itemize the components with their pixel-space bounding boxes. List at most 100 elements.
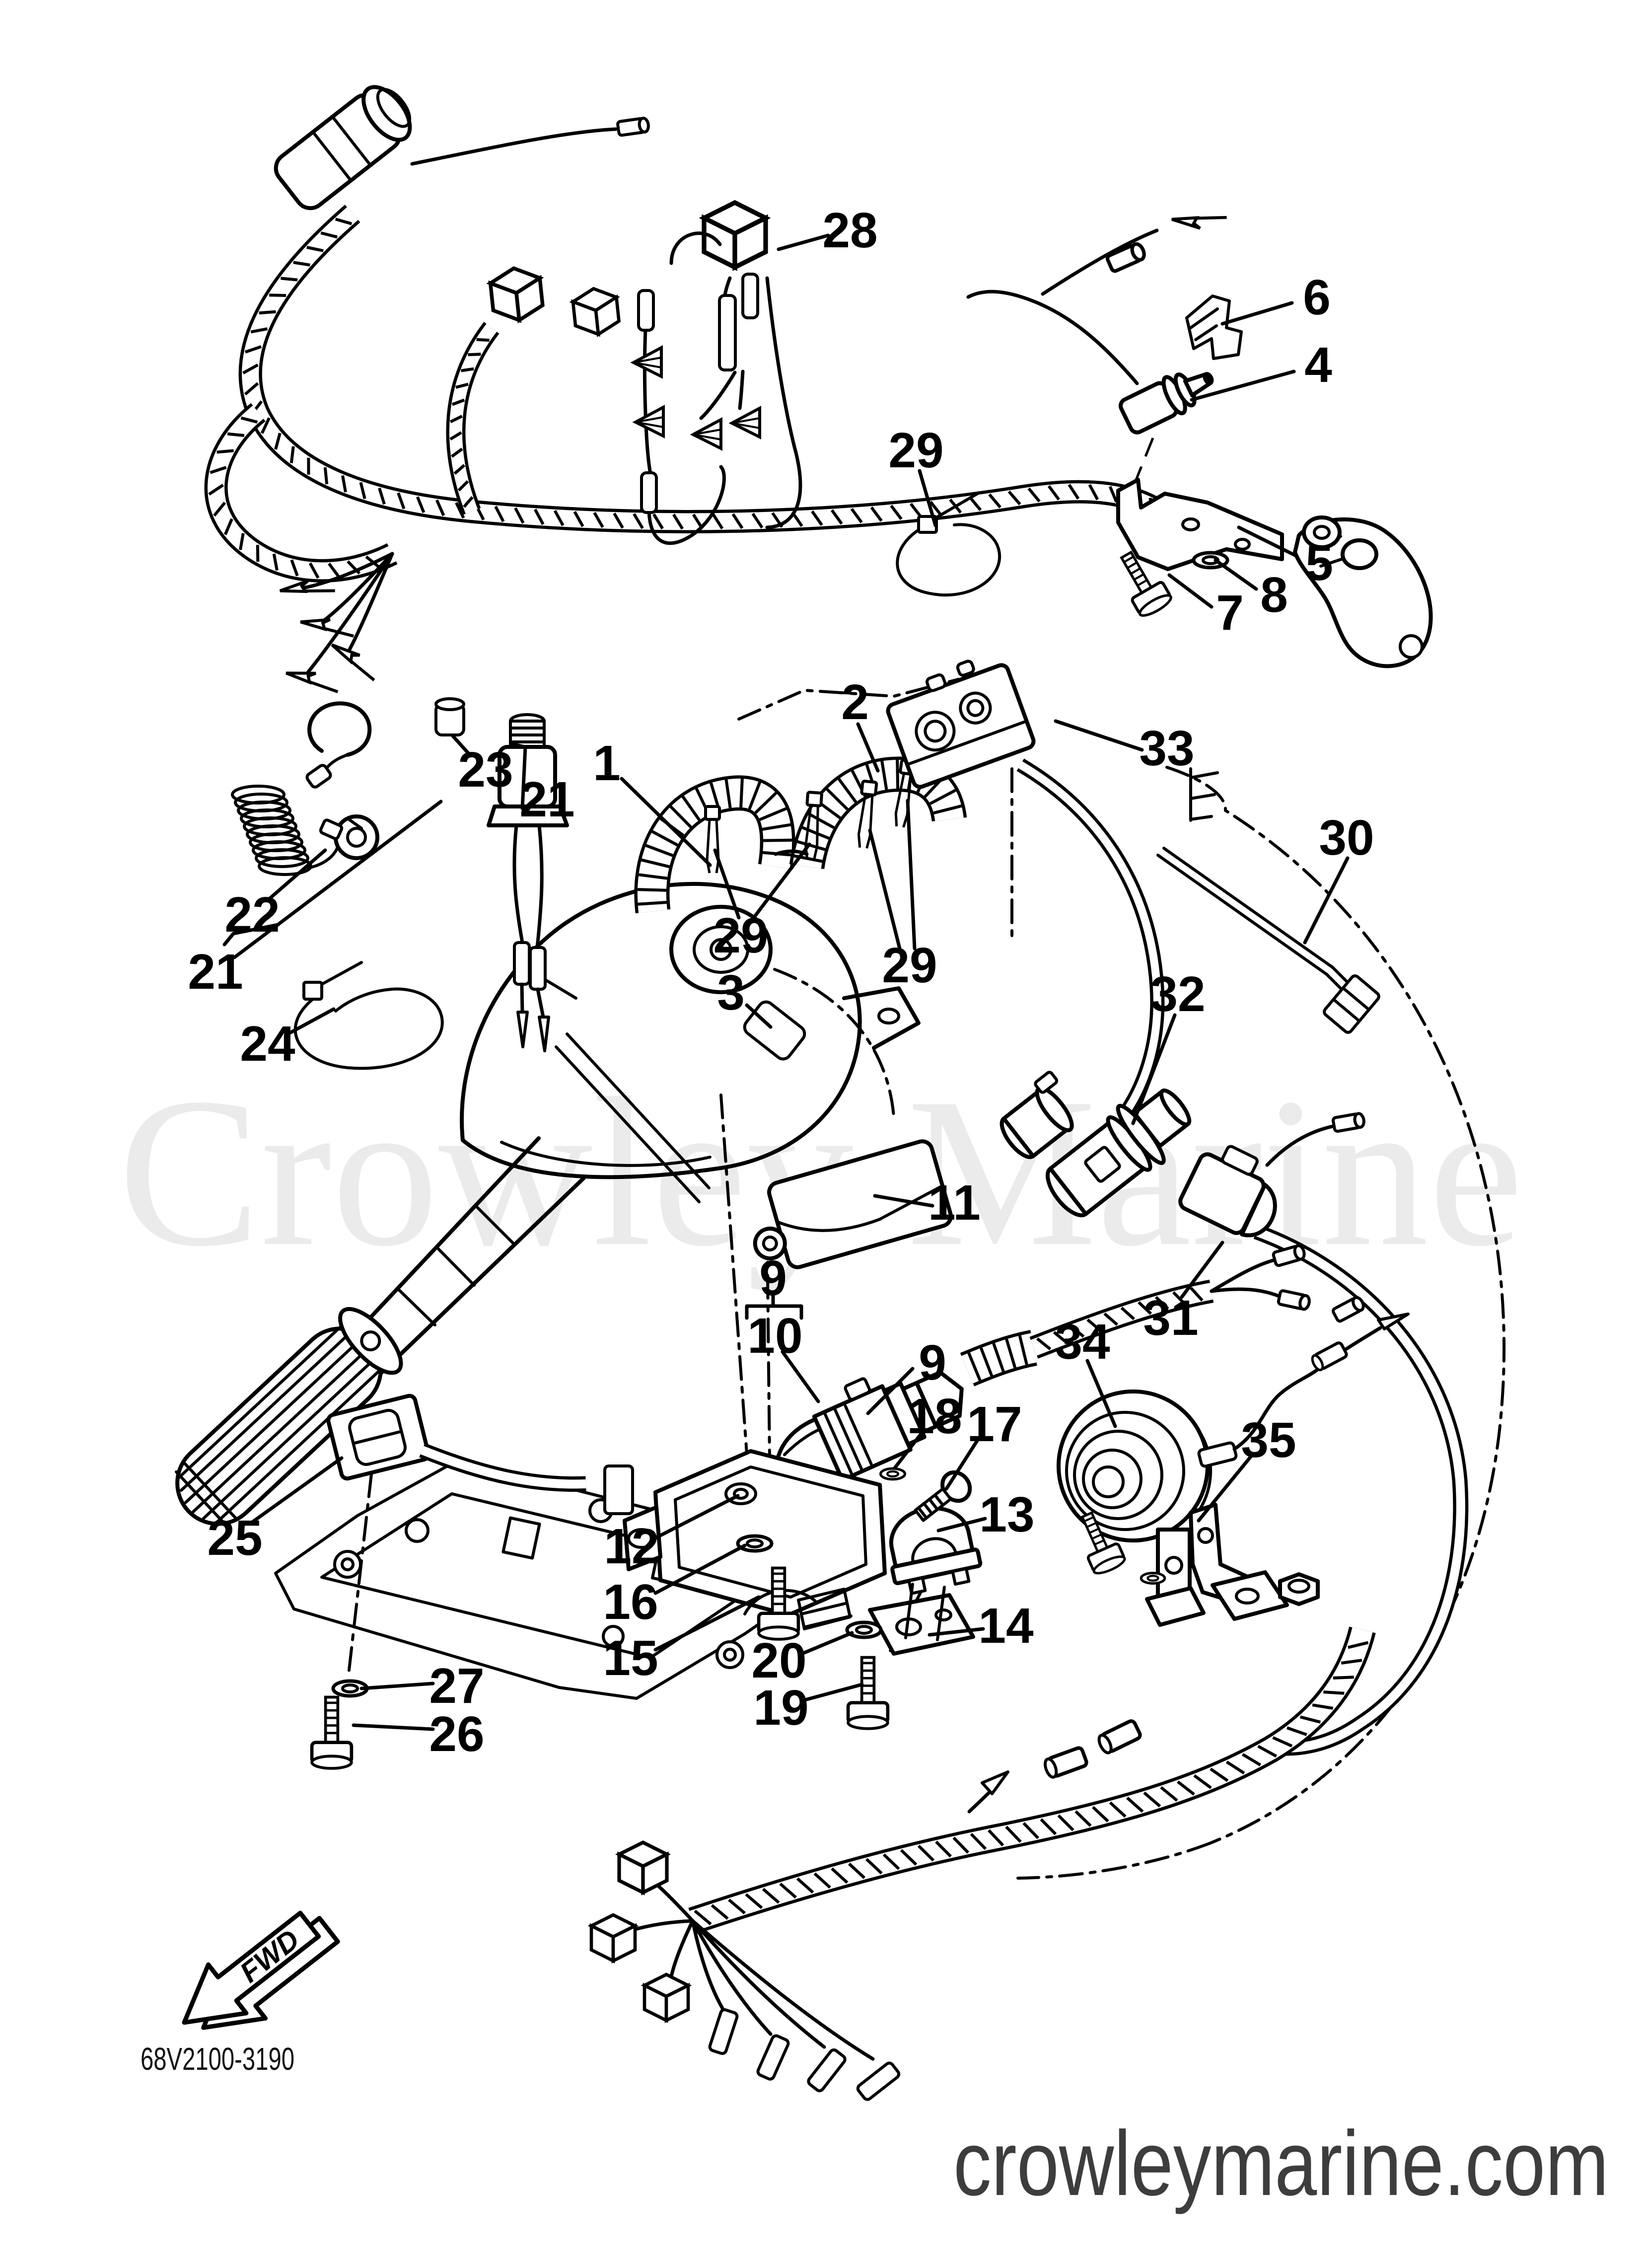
- callout-8: 8: [1260, 567, 1288, 623]
- leader-line-16: [653, 1543, 747, 1595]
- cable-tie-24: [293, 961, 444, 1070]
- leader-line-34: [1085, 1359, 1117, 1428]
- main-switch-10: [774, 1244, 1310, 1497]
- leader-line-27: [359, 1682, 435, 1690]
- callout-9: 9: [919, 1335, 946, 1390]
- cable-run: [634, 775, 795, 914]
- callout-19: 19: [753, 1680, 808, 1736]
- harness-fanout: [591, 1842, 901, 2101]
- callout-21: 21: [519, 772, 574, 827]
- callout-32: 32: [1150, 966, 1205, 1022]
- callout-22: 22: [224, 887, 280, 943]
- diagram-code: 68V2100-3190: [141, 2041, 294, 2077]
- callout-20: 20: [751, 1633, 806, 1688]
- callout-28: 28: [822, 203, 877, 258]
- callout-1: 1: [593, 735, 621, 791]
- callout-13: 13: [979, 1487, 1034, 1542]
- cable-run: [960, 1330, 1038, 1387]
- neutral-switch-group: [966, 200, 1433, 668]
- cable-run: [688, 1626, 1376, 1934]
- callout-30: 30: [1319, 810, 1374, 866]
- cable-run: [1029, 1279, 1214, 1359]
- shift-lever: [1293, 515, 1433, 668]
- leader-line-33: [1054, 719, 1144, 752]
- bracket-35: [1189, 1503, 1320, 1621]
- leader-line-28: [777, 233, 830, 251]
- pan-bosses: [333, 1498, 744, 1669]
- callout-14: 14: [978, 1598, 1034, 1654]
- cable-run: [419, 1443, 586, 1492]
- callout-4: 4: [1304, 337, 1332, 393]
- corrugated-tubes: [634, 756, 967, 914]
- leader-line-29: [868, 828, 902, 951]
- power-plug-32: [999, 1071, 1192, 1218]
- bracket-5: [1116, 478, 1284, 571]
- leader-line-6: [1220, 301, 1294, 326]
- callout-24: 24: [240, 1016, 295, 1072]
- callout-18: 18: [907, 1389, 962, 1444]
- leader-line-22: [266, 848, 327, 902]
- leader-line-32: [1131, 1013, 1177, 1125]
- callout-17: 17: [967, 1396, 1022, 1452]
- leader-line-8: [1214, 558, 1258, 591]
- round-connector: [274, 85, 412, 211]
- connector-28-assembly: [634, 203, 802, 545]
- leader-line-18: [893, 1431, 924, 1470]
- leader-line-17: [944, 1437, 980, 1491]
- lanyard-22: [231, 701, 379, 876]
- bracket-23-21: [509, 742, 527, 810]
- footer-site: crowleymarine.com: [953, 2113, 1609, 2215]
- callout-7: 7: [1216, 585, 1244, 641]
- leader-line-5: [1237, 525, 1299, 558]
- callout-3: 3: [717, 965, 745, 1021]
- lanyard-coil: [231, 785, 312, 876]
- cover-11: [753, 1139, 953, 1269]
- leader-line-35: [1197, 1454, 1253, 1523]
- leader-line-19: [805, 1683, 864, 1701]
- callout-23: 23: [458, 742, 513, 798]
- callout-10: 10: [747, 1308, 802, 1364]
- cable-run: [1253, 1224, 1469, 1756]
- callout-21: 21: [188, 944, 243, 1000]
- leader-line-14: [928, 1627, 985, 1637]
- leader-line-29: [713, 848, 741, 920]
- kill-switch: [487, 713, 569, 1052]
- callout-2: 2: [841, 674, 869, 730]
- leader-line-11: [873, 1194, 934, 1208]
- plate-14: [797, 1583, 975, 1656]
- screw-17: [914, 1470, 972, 1522]
- connector-31: [1178, 1113, 1469, 1756]
- leader-line-1: [620, 777, 712, 867]
- callout-9: 9: [759, 1250, 787, 1306]
- callout-29: 29: [882, 938, 937, 993]
- leader-line-9: [866, 1367, 915, 1415]
- diagram-art: FWD 68V2100-3190: [141, 85, 1506, 2101]
- leader-line-4: [1190, 369, 1296, 402]
- leader-line-26: [352, 1723, 435, 1731]
- leader-line-12: [654, 1494, 740, 1539]
- leader-line-20: [802, 1631, 854, 1655]
- main-harness: [204, 85, 1202, 706]
- leader-line-24: [286, 1007, 336, 1036]
- callout-26: 26: [429, 1706, 484, 1762]
- callout-27: 27: [429, 1658, 484, 1714]
- bottom-harness: [591, 1626, 1376, 2101]
- callout-29: 29: [888, 423, 943, 478]
- callout-35: 35: [1241, 1412, 1296, 1468]
- leader-line-29: [918, 469, 937, 527]
- fwd-arrow: FWD: [182, 1910, 340, 2030]
- callout-31: 31: [1143, 1290, 1198, 1346]
- cable-run: [204, 403, 398, 583]
- tiller-grip: [175, 1307, 403, 1528]
- holder-tray: [623, 1449, 887, 1639]
- nut-35: [1278, 1572, 1320, 1606]
- callout-15: 15: [603, 1630, 658, 1686]
- leader-line-13: [936, 1517, 987, 1533]
- bracket-21-22: [222, 923, 280, 947]
- callout-12: 12: [604, 1519, 659, 1574]
- leader-line-29: [752, 842, 811, 920]
- callout-16: 16: [603, 1574, 658, 1630]
- leader-line-25: [250, 1456, 344, 1524]
